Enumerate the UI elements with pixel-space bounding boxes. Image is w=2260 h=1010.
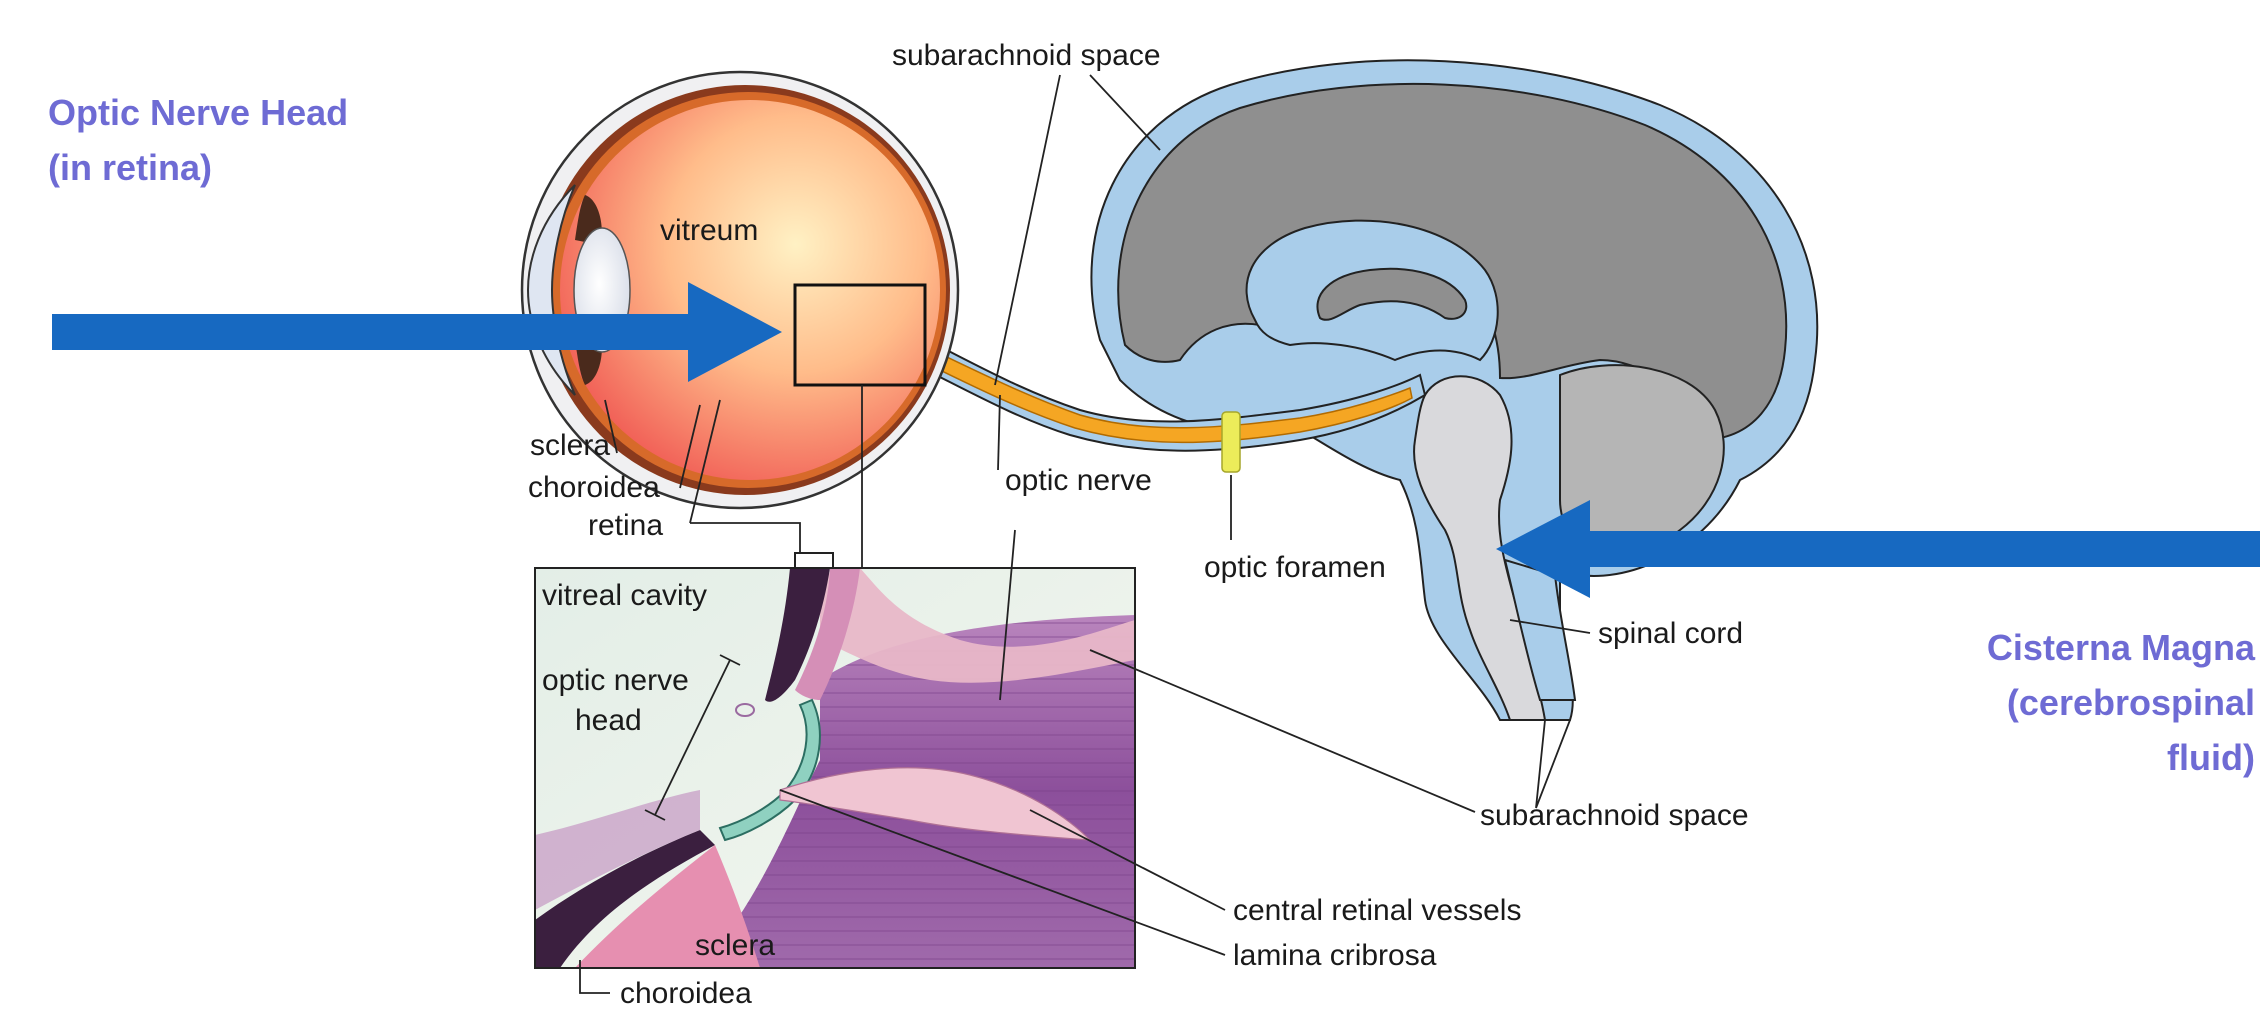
label-vitreal-cavity: vitreal cavity — [542, 579, 707, 612]
callout-cisterna-magna-line3: fluid) — [2167, 737, 2255, 778]
label-optic-nerve-head-line1: optic nerve — [542, 664, 689, 697]
callout-optic-nerve-head-line2: (in retina) — [48, 147, 212, 188]
label-inset-sclera: sclera — [695, 929, 775, 962]
label-vitreum: vitreum — [660, 214, 758, 247]
inset-location-marker — [795, 553, 833, 568]
leader-subarachnoid-top-brain — [1090, 75, 1160, 150]
label-retina: retina — [588, 509, 663, 542]
optic-foramen-marker — [1222, 412, 1240, 472]
label-optic-nerve: optic nerve — [1005, 464, 1152, 497]
callout-optic-nerve-head: Optic Nerve Head (in retina) — [48, 92, 348, 188]
callout-cisterna-magna-line2: (cerebrospinal — [2007, 682, 2255, 723]
label-spinal-cord: spinal cord — [1598, 617, 1743, 650]
label-choroidea: choroidea — [528, 471, 660, 504]
leader-subarachnoid-top-nerve — [995, 75, 1060, 385]
histology-inset — [535, 568, 1135, 968]
label-subarachnoid-space-bottom: subarachnoid space — [1480, 799, 1749, 832]
leader-retina-to-inset — [690, 523, 800, 553]
label-optic-foramen: optic foramen — [1204, 551, 1386, 584]
label-lamina-cribrosa: lamina cribrosa — [1233, 939, 1437, 972]
leader-subarachnoid-bottom-inset — [1090, 650, 1475, 812]
label-subarachnoid-space-top: subarachnoid space — [892, 39, 1161, 72]
label-optic-nerve-head-line2: head — [575, 704, 642, 737]
callout-optic-nerve-head-line1: Optic Nerve Head — [48, 92, 348, 133]
label-central-retinal-vessels: central retinal vessels — [1233, 894, 1521, 927]
leader-subarachnoid-bottom-brain — [1536, 720, 1570, 808]
label-sclera: sclera — [530, 429, 610, 462]
label-inset-choroidea: choroidea — [620, 977, 752, 1010]
callout-cisterna-magna-line1: Cisterna Magna — [1987, 627, 2256, 668]
callout-cisterna-magna: Cisterna Magna (cerebrospinal fluid) — [1987, 627, 2256, 778]
